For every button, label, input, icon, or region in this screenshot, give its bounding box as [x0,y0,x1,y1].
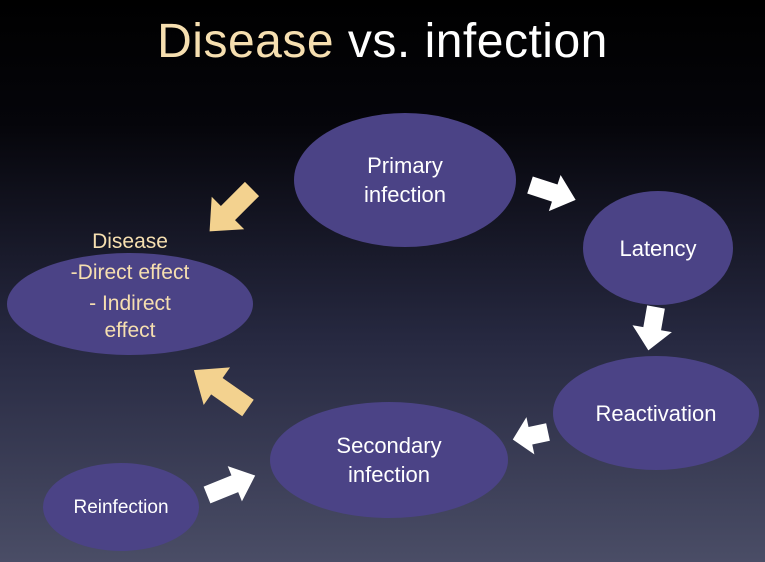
node-disease: Disease -Direct effect - Indirect effect [7,230,253,355]
title-accent: Disease [157,15,335,68]
arrow-primary-to-latency [527,174,576,212]
arrow-reinfection-to-secondary [203,466,256,504]
disease-indirect-effect: - Indirect effect [89,292,171,342]
node-reactivation-label: Reactivation [595,400,717,426]
arrow-reactivation-to-secondary [512,417,550,455]
node-latency: Latency [583,191,733,305]
arrow-primary-to-disease [209,181,260,232]
node-reactivation: Reactivation [553,356,759,470]
node-primary-infection: Primary infection [294,113,516,247]
node-reinfection: Reinfection [43,463,199,551]
node-reinfection-label: Reinfection [73,496,169,518]
disease-heading: Disease [92,230,168,253]
arrow-secondary-to-disease [193,367,254,417]
node-primary-label: Primary infection [364,153,446,207]
slide-title: Disease vs. infection [0,14,765,69]
disease-direct-effect: -Direct effect [70,261,190,284]
node-secondary-label: Secondary infection [336,433,442,487]
title-rest: vs. infection [334,15,608,68]
node-latency-label: Latency [619,235,697,261]
node-secondary-infection: Secondary infection [270,402,508,518]
arrow-latency-to-reactivation [632,305,672,351]
